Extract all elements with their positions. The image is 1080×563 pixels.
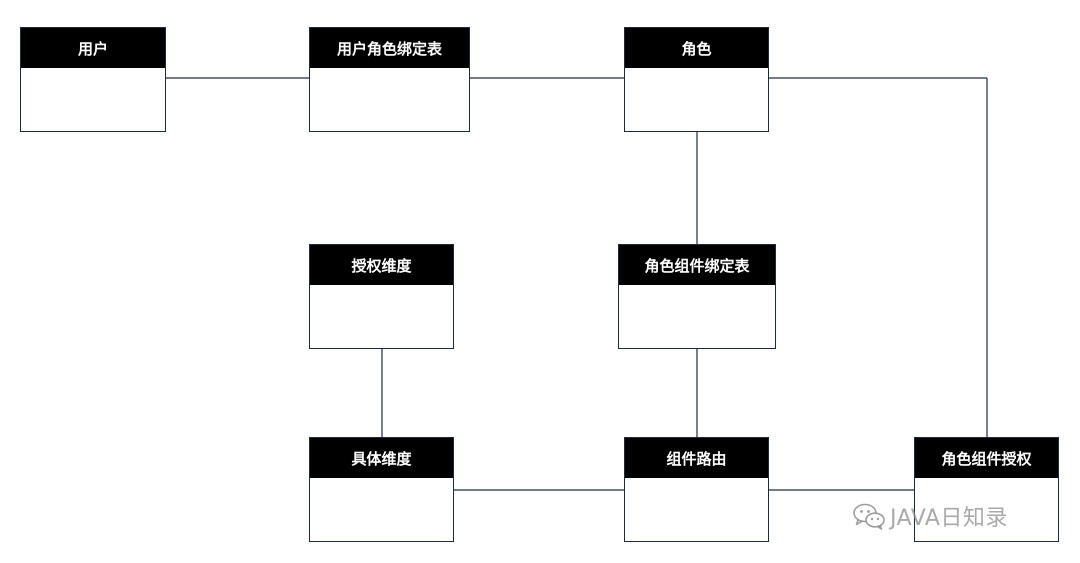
watermark: JAVA日知录 xyxy=(852,500,1008,532)
entity-role[interactable]: 角色 xyxy=(624,27,769,132)
entity-user-role-binding[interactable]: 用户角色绑定表 xyxy=(309,27,470,132)
entity-user-role-binding-title: 用户角色绑定表 xyxy=(310,28,469,68)
entity-role-component-authorization-title: 角色组件授权 xyxy=(915,438,1058,478)
entity-concrete-dimension-title: 具体维度 xyxy=(310,438,453,478)
entity-concrete-dimension[interactable]: 具体维度 xyxy=(309,437,454,542)
entity-component-route[interactable]: 组件路由 xyxy=(624,437,769,542)
entity-component-route-title: 组件路由 xyxy=(625,438,768,478)
entity-role-component-binding-title: 角色组件绑定表 xyxy=(619,245,775,285)
entity-authorization-dimension[interactable]: 授权维度 xyxy=(309,244,454,349)
entity-user-title: 用户 xyxy=(21,28,165,68)
entity-role-title: 角色 xyxy=(625,28,768,68)
watermark-text: JAVA日知录 xyxy=(890,506,1008,531)
entity-authorization-dimension-title: 授权维度 xyxy=(310,245,453,285)
wechat-icon xyxy=(853,503,885,530)
entity-role-component-authorization[interactable]: 角色组件授权 xyxy=(914,437,1059,542)
entity-role-component-binding[interactable]: 角色组件绑定表 xyxy=(618,244,776,349)
entity-user[interactable]: 用户 xyxy=(20,27,166,132)
